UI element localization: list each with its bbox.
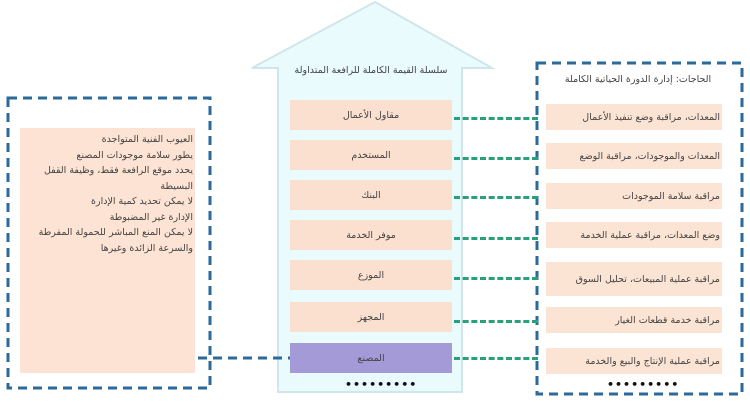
need-item: وضع المعدات، مراقبة عملية الخدمة bbox=[546, 222, 722, 248]
connector bbox=[454, 320, 538, 323]
need-item: مراقبة عملية الإنتاج والبيع والخدمة bbox=[546, 348, 722, 374]
stage-bank: البنك bbox=[290, 180, 452, 210]
defect-line: يطور سلامة موجودات المصنع bbox=[76, 149, 193, 161]
defect-line: الإدارة غير المضبوطة bbox=[109, 211, 193, 223]
defect-line: العيوب الفنية المتواجدة bbox=[101, 134, 193, 145]
stage-label: مقاول الأعمال bbox=[342, 109, 400, 121]
defect-line: لا يمكن المنع المباشر للحمولة المفرطة وا… bbox=[38, 227, 193, 254]
stage-service-provider: موفر الخدمة bbox=[290, 220, 452, 250]
connector bbox=[454, 157, 538, 160]
need-label: وضع المعدات، مراقبة عملية الخدمة bbox=[580, 229, 720, 241]
need-item: المعدات والموجودات، مراقبة الوضع bbox=[546, 143, 722, 169]
stage-label: المصنع bbox=[357, 352, 385, 364]
need-label: مراقبة خدمة قطعات الغيار bbox=[615, 314, 720, 326]
need-item: مراقبة خدمة قطعات الغيار bbox=[546, 307, 722, 333]
connector bbox=[454, 237, 538, 240]
connector bbox=[454, 196, 538, 199]
need-item: المعدات، مراقبة وضع تنفيذ الأعمال bbox=[546, 104, 722, 130]
need-item: مراقبة سلامة الموجودات bbox=[546, 183, 722, 209]
stage-manufacturer: المصنع bbox=[290, 343, 452, 373]
value-chain-more: ••••••••• bbox=[345, 378, 418, 391]
connector bbox=[454, 357, 538, 360]
stage-label: موفر الخدمة bbox=[346, 229, 396, 241]
value-chain-title: سلسلة القيمة الكاملة للرافعة المتداولة bbox=[294, 65, 448, 76]
stage-label: البنك bbox=[361, 189, 381, 201]
needs-title: الحاجات: إدارة الدورة الحياتية الكاملة bbox=[564, 74, 712, 85]
defect-line: لا يمكن تحديد كمية الإدارة bbox=[91, 196, 193, 207]
defect-line: يحدد موقع الرافعة فقط، وظيفة القفل البسي… bbox=[43, 165, 193, 192]
stage-label: المجهز bbox=[357, 311, 385, 323]
need-item: مراقبة عملية المبيعات، تحليل السوق bbox=[546, 262, 722, 296]
needs-more: ••••••••• bbox=[607, 378, 680, 391]
connector bbox=[454, 277, 538, 280]
stage-distributor: الموزع bbox=[290, 260, 452, 290]
defects-panel: العيوب الفنية المتواجدة يطور سلامة موجود… bbox=[20, 128, 195, 373]
stage-label: المستخدم bbox=[351, 149, 391, 161]
need-label: المعدات، مراقبة وضع تنفيذ الأعمال bbox=[582, 111, 720, 123]
need-label: المعدات والموجودات، مراقبة الوضع bbox=[579, 150, 720, 162]
stage-user: المستخدم bbox=[290, 140, 452, 170]
need-label: مراقبة عملية الإنتاج والبيع والخدمة bbox=[585, 355, 720, 367]
stage-supplier: المجهز bbox=[290, 302, 452, 332]
stage-contractor: مقاول الأعمال bbox=[290, 100, 452, 130]
stage-label: الموزع bbox=[357, 269, 385, 281]
need-label: مراقبة سلامة الموجودات bbox=[622, 190, 720, 202]
connector bbox=[454, 117, 538, 120]
need-label: مراقبة عملية المبيعات، تحليل السوق bbox=[575, 273, 720, 285]
